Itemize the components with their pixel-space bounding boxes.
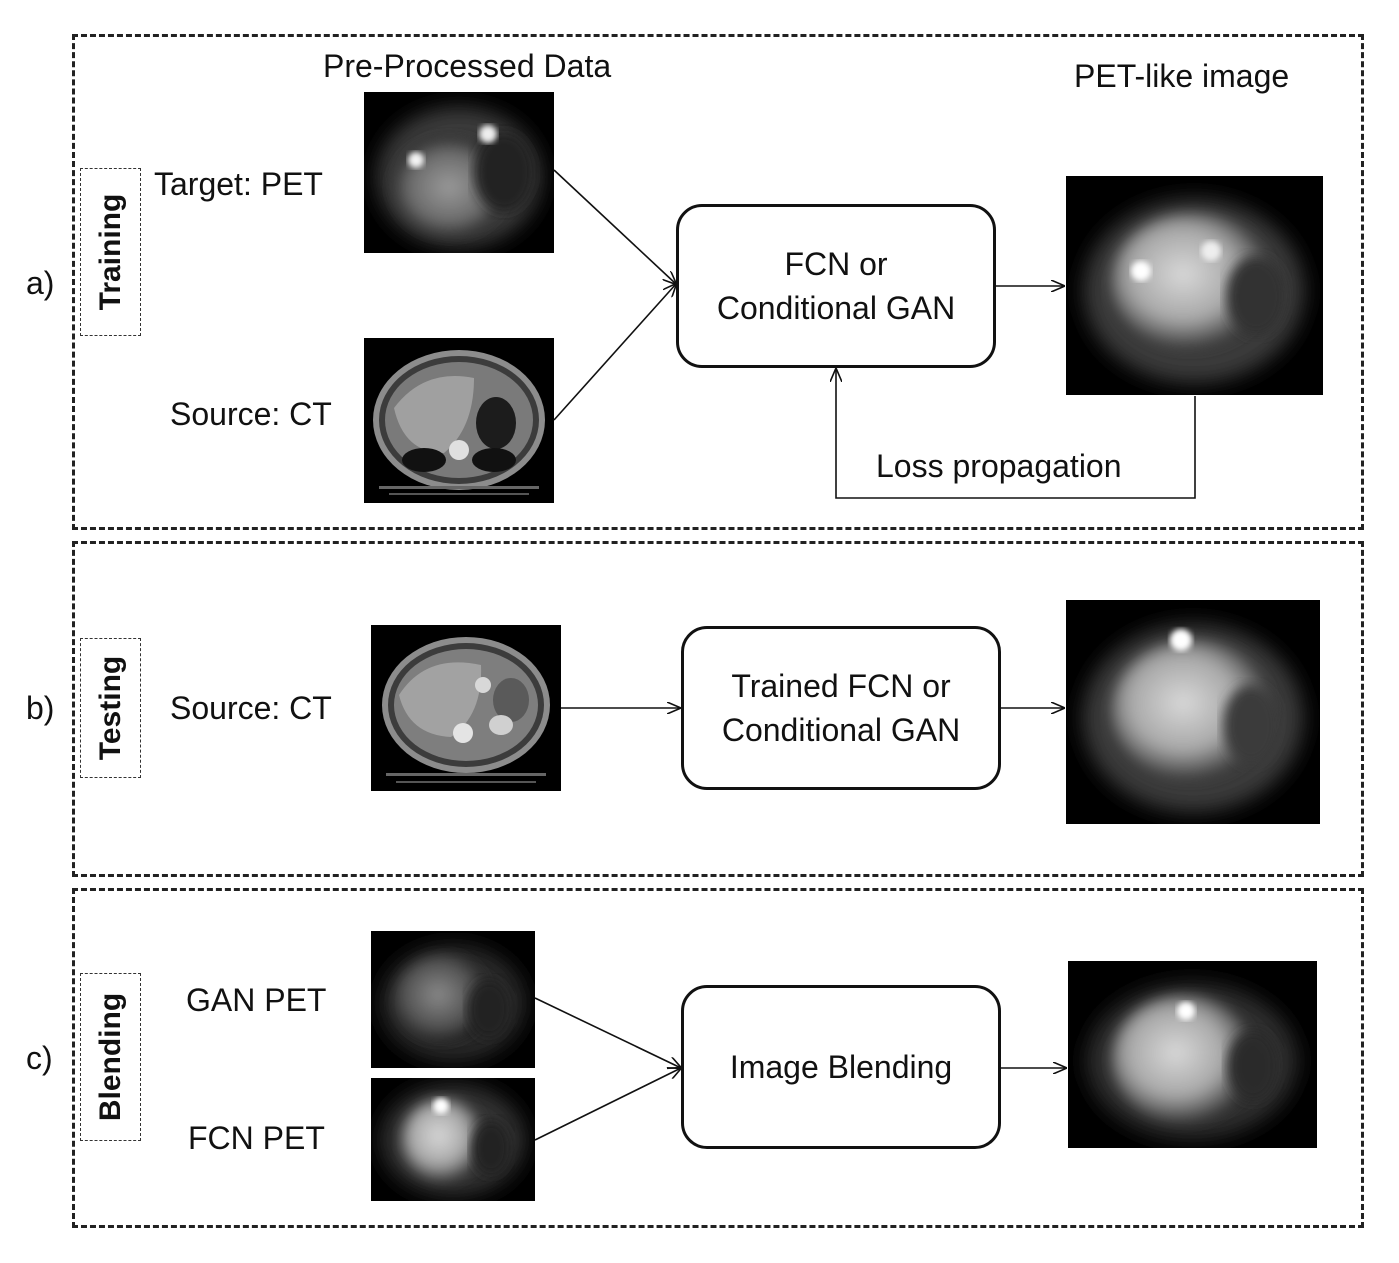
blending-tag: Blending: [80, 973, 141, 1141]
image-blending-box: Image Blending: [681, 985, 1001, 1149]
trained-model-box: Trained FCN or Conditional GAN: [681, 626, 1001, 790]
source-ct-image-a: [364, 338, 554, 503]
blended-output-image: [1068, 961, 1317, 1148]
loss-propagation-label: Loss propagation: [876, 448, 1122, 484]
fcn-gan-line2: Conditional GAN: [716, 290, 956, 326]
training-tag: Training: [80, 168, 141, 336]
testing-panel: [72, 541, 1364, 877]
gan-pet-label: GAN PET: [186, 982, 327, 1018]
training-tag-text: Training: [93, 193, 127, 311]
blending-tag-text: Blending: [93, 992, 127, 1122]
source-ct-image-b: [371, 625, 561, 791]
source-ct-label-b: Source: CT: [170, 690, 332, 726]
fcn-gan-line1: FCN or: [784, 246, 888, 282]
image-blending-line1: Image Blending: [729, 1049, 953, 1085]
pet-like-output-a: [1066, 176, 1323, 395]
preprocessed-header: Pre-Processed Data: [323, 48, 612, 84]
source-ct-label-a: Source: CT: [170, 396, 332, 432]
trained-model-line2: Conditional GAN: [721, 712, 961, 748]
row-label-b: b): [26, 690, 55, 726]
row-label-c: c): [26, 1040, 53, 1076]
testing-tag: Testing: [80, 638, 141, 778]
blending-panel: [72, 888, 1364, 1228]
fcn-pet-label: FCN PET: [188, 1120, 325, 1156]
training-panel: [72, 34, 1364, 530]
fcn-gan-box: FCN or Conditional GAN: [676, 204, 996, 368]
pet-like-header: PET-like image: [1074, 58, 1290, 94]
pet-like-output-b: [1066, 600, 1320, 824]
testing-tag-text: Testing: [93, 655, 127, 761]
fcn-pet-image: [371, 1078, 535, 1201]
gan-pet-image: [371, 931, 535, 1068]
row-label-a: a): [26, 265, 55, 301]
trained-model-line1: Trained FCN or: [731, 668, 951, 704]
target-pet-image: [364, 92, 554, 253]
target-pet-label: Target: PET: [154, 166, 323, 202]
